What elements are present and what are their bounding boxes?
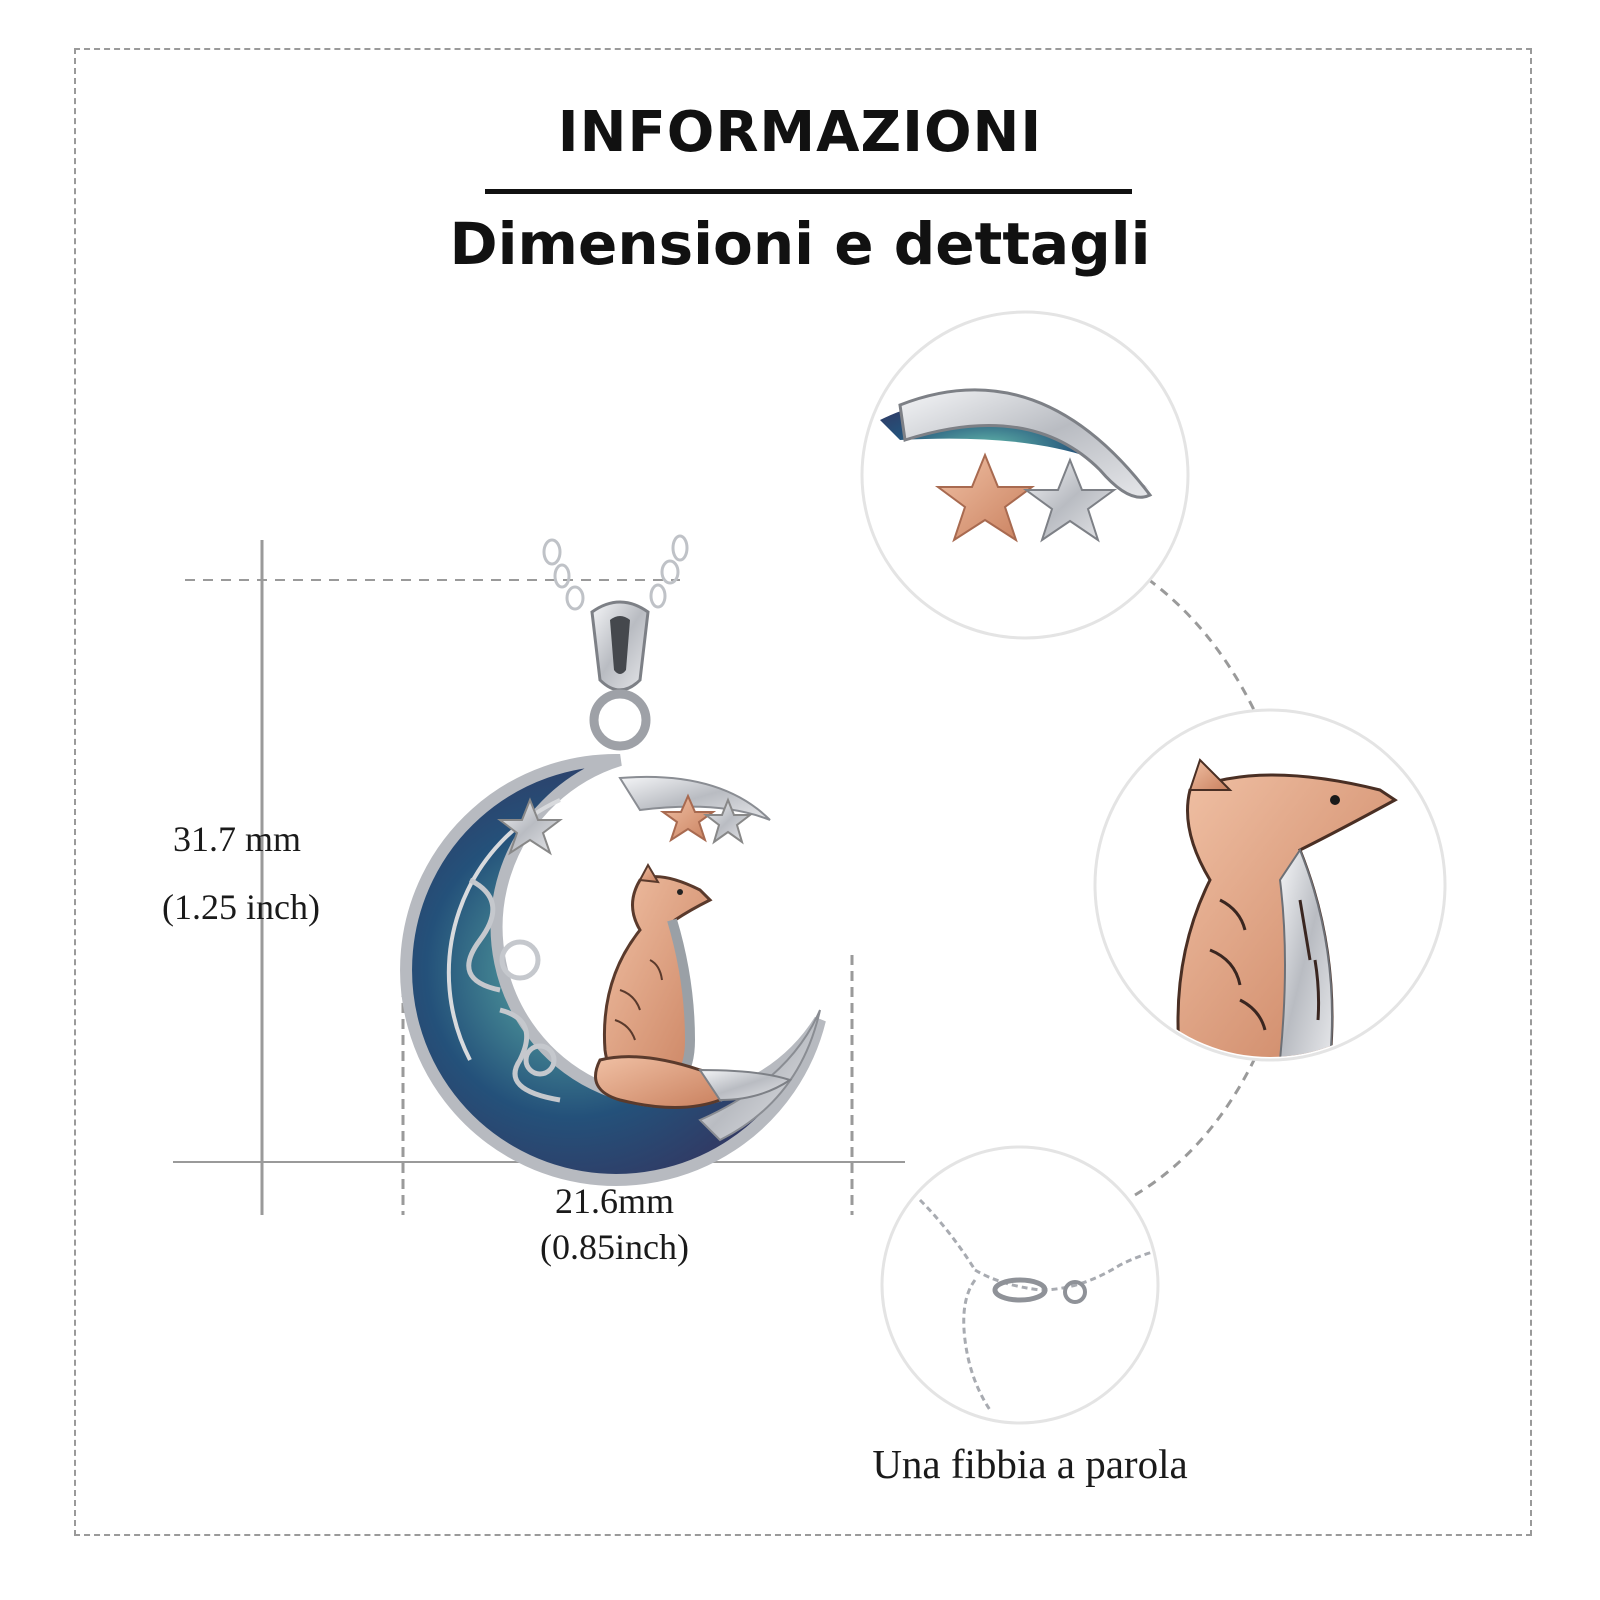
width-guide	[401, 955, 854, 1215]
clasp-caption: Una fibbia a parola	[872, 1441, 1188, 1487]
width-mm-label: 21.6mm	[555, 1181, 675, 1221]
moon-fox-pendant	[400, 534, 826, 1186]
detail-stars-closeup	[860, 310, 1190, 640]
page-subtitle: Dimensioni e dettagli	[449, 210, 1151, 278]
height-mm-label: 31.7 mm	[173, 819, 302, 859]
detail-connectors	[1134, 568, 1257, 1197]
fox-figure	[594, 862, 793, 1109]
chain	[542, 534, 689, 611]
title-underline	[485, 189, 1132, 194]
dashed-border-frame	[74, 48, 1532, 1536]
width-inch-label: (0.85inch)	[540, 1227, 689, 1267]
detail-fox-closeup	[1093, 708, 1447, 1062]
page-title: INFORMAZIONI	[557, 100, 1043, 165]
detail-clasp-closeup	[880, 1145, 1160, 1425]
height-inch-label: (1.25 inch)	[162, 887, 320, 927]
